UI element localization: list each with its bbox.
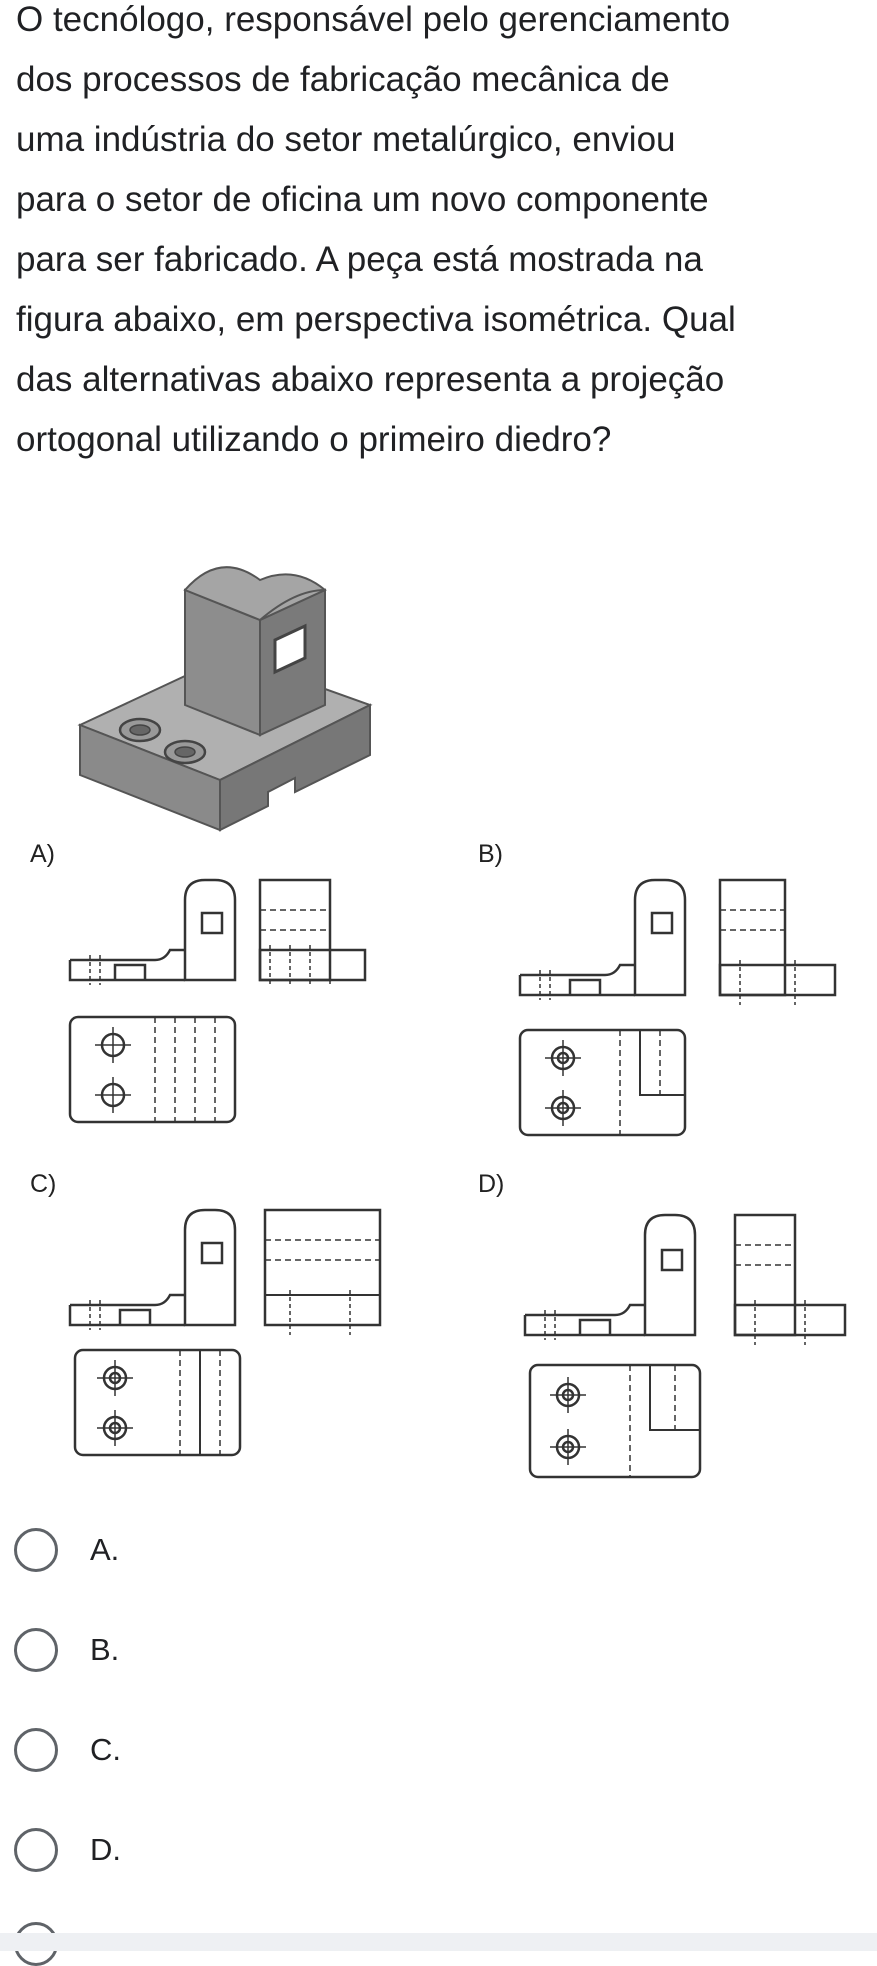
bottom-bar (0, 1933, 877, 1951)
question-line: dos processos de fabricação mecânica de (16, 60, 670, 99)
option-a-drawing (65, 870, 385, 1130)
option-a-label: A) (30, 840, 55, 868)
question-line: O tecnólogo, responsável pelo gerenciame… (16, 0, 731, 39)
choice-d[interactable]: D. (14, 1820, 314, 1880)
option-b-label: B) (478, 840, 503, 868)
radio-icon[interactable] (14, 1528, 58, 1572)
option-b-drawing (515, 870, 845, 1145)
choice-b[interactable]: B. (14, 1620, 314, 1680)
choice-a[interactable]: A. (14, 1520, 314, 1580)
radio-icon[interactable] (14, 1628, 58, 1672)
question-line: uma indústria do setor metalúrgico, envi… (16, 120, 676, 159)
option-d-label: D) (478, 1170, 505, 1198)
question-line: para o setor de oficina um novo componen… (16, 180, 709, 219)
option-c-drawing (65, 1200, 385, 1460)
isometric-part-image (70, 530, 380, 840)
radio-icon[interactable] (14, 1828, 58, 1872)
choice-label: A. (90, 1532, 120, 1567)
choice-label: C. (90, 1732, 121, 1767)
question-line: figura abaixo, em perspectiva isométrica… (16, 300, 736, 339)
radio-icon[interactable] (14, 1728, 58, 1772)
choice-c[interactable]: C. (14, 1720, 314, 1780)
option-c-label: C) (30, 1170, 57, 1198)
question-text: O tecnólogo, responsável pelo gerenciame… (16, 0, 866, 470)
choice-label: B. (90, 1632, 120, 1667)
question-line: das alternativas abaixo representa a pro… (16, 360, 725, 399)
choice-label: D. (90, 1832, 121, 1867)
option-d-drawing (520, 1205, 850, 1485)
question-line: ortogonal utilizando o primeiro diedro? (16, 420, 612, 459)
question-line: para ser fabricado. A peça está mostrada… (16, 240, 703, 279)
